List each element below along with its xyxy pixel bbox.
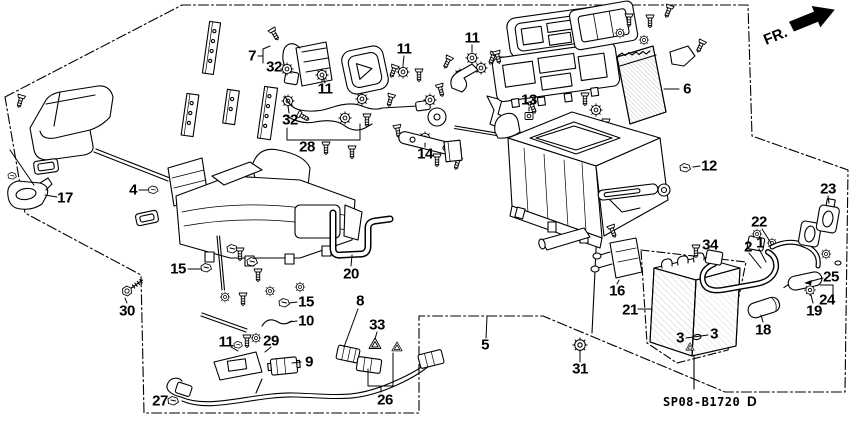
callout-11: 11 (396, 40, 412, 58)
leader-lines (9, 44, 834, 393)
callout-15: 15 (298, 293, 314, 311)
callout-8: 8 (356, 292, 364, 310)
cover-trays-13-drawing (491, 5, 621, 121)
callout-9: 9 (305, 353, 313, 371)
callout-7: 7 (248, 47, 256, 65)
u-pipe-20-drawing (329, 209, 591, 259)
clip-cluster-drawing (119, 235, 306, 333)
callout-24: 24 (819, 291, 835, 309)
callout-32: 32 (282, 111, 298, 129)
callout-28: 28 (299, 138, 315, 156)
callout-29: 29 (263, 332, 279, 350)
callout-1: 1 (756, 234, 764, 252)
callout-33: 33 (369, 316, 385, 334)
callout-11: 11 (464, 29, 480, 47)
heater-case-right-drawing (494, 111, 671, 249)
mode-door-cover-drawing (341, 45, 389, 95)
air-duct-17-drawing (7, 85, 171, 227)
callout-3: 3 (710, 325, 718, 343)
callout-22: 22 (751, 213, 767, 231)
wire-harness-drawing (166, 332, 588, 407)
diagram-code-text: SP08-B1720 (663, 395, 740, 409)
callout-4: 4 (129, 181, 137, 199)
callout-3: 3 (676, 329, 684, 347)
callout-17: 17 (57, 189, 73, 207)
heater-core-drawing (526, 3, 708, 173)
callout-5: 5 (481, 336, 489, 354)
callout-12: 12 (701, 157, 717, 175)
callout-21: 21 (622, 301, 638, 319)
callout-16: 16 (609, 282, 625, 300)
diagram-code-suffix: D (747, 394, 757, 409)
callout-27: 27 (152, 392, 168, 410)
callout-23: 23 (820, 180, 836, 198)
callout-10: 10 (298, 312, 314, 330)
callout-25: 25 (823, 268, 839, 286)
callout-11: 11 (317, 80, 333, 98)
evaporator-section-drawing (590, 198, 842, 390)
callout-6: 6 (683, 80, 691, 98)
heater-case-left-drawing (167, 148, 363, 267)
callout-2: 2 (744, 238, 752, 256)
evaporator-sub-border (640, 249, 747, 364)
callout-34: 34 (702, 236, 718, 254)
callout-31: 31 (572, 360, 588, 378)
callout-14: 14 (417, 145, 433, 163)
callout-30: 30 (119, 302, 135, 320)
callout-11: 11 (218, 333, 234, 351)
upper-cover-drawing (569, 0, 639, 51)
callout-15: 15 (170, 260, 186, 278)
callout-26: 26 (377, 391, 393, 409)
callout-18: 18 (755, 321, 771, 339)
diagram-code: SP08-B1720 D (663, 394, 757, 409)
slat-panels-drawing (180, 20, 279, 141)
callout-20: 20 (343, 265, 359, 283)
callout-13: 13 (521, 91, 537, 109)
callout-32: 32 (266, 58, 282, 76)
callout-19: 19 (806, 302, 822, 320)
